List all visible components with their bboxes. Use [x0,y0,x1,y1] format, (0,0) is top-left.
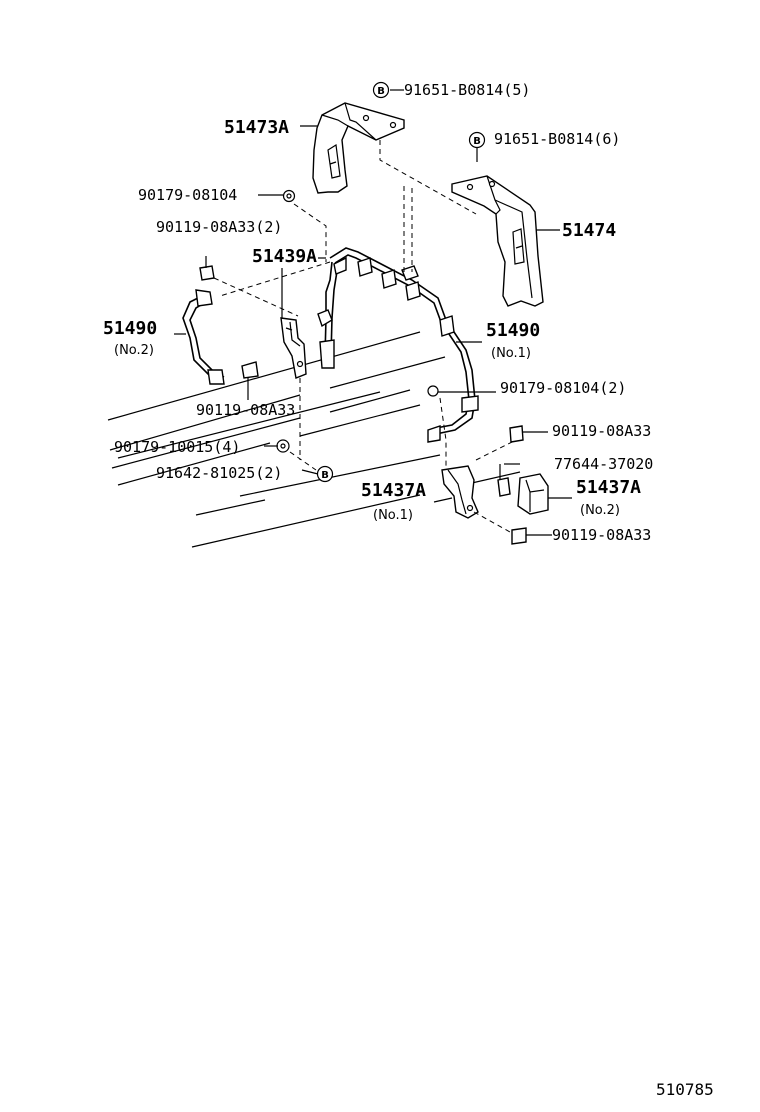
assembly-dashed-lines [213,140,517,533]
part-51437a-no1-bracket [441,465,479,519]
svg-text:B: B [321,470,329,481]
label-90179-10015-4: 90179-10015(4) [114,438,240,456]
part-51474-bracket [451,175,544,307]
fasteners [199,189,527,545]
label-90119-08a33-mid: 90119-08A33 [196,401,295,419]
label-90179-08104-2: 90179-08104(2) [500,379,626,397]
label-90179-08104: 90179-08104 [138,186,237,204]
label-90119-08a33-right-bottom: 90119-08A33 [552,526,651,544]
b-marker-top: B [372,81,390,99]
part-51490-no2-pipe [182,289,225,385]
label-91642-81025-2: 91642-81025(2) [156,464,282,482]
part-51439a-bracket [280,317,307,379]
label-91651-b0814-6: 91651-B0814(6) [494,130,620,148]
label-51473a: 51473A [224,117,289,138]
label-no2-bottom: (No.2) [580,503,620,518]
svg-text:B: B [473,136,481,147]
label-51490-left: 51490 [103,318,157,339]
label-77644-37020: 77644-37020 [554,455,653,473]
label-51439a: 51439A [252,246,317,267]
label-90119-08a33-2: 90119-08A33(2) [156,218,282,236]
label-90119-08a33-right-top: 90119-08A33 [552,422,651,440]
part-51437a-no2-bracket [517,473,549,515]
label-no2-left: (No.2) [114,343,154,358]
part-51473a-bracket [312,102,405,194]
label-51474: 51474 [562,220,616,241]
b-marker-right: B [468,131,486,149]
part-77644-37020-clip [497,477,511,497]
label-no1-right: (No.1) [491,346,531,361]
label-51490-right: 51490 [486,320,540,341]
label-no1-bottom: (No.1) [373,508,413,523]
leader-lines [174,89,572,536]
illustration-code: 510785 [656,1080,714,1099]
b-marker-bottom: B [316,465,334,483]
svg-text:B: B [377,86,385,97]
label-51437a-left: 51437A [361,480,426,501]
label-91651-b0814-5: 91651-B0814(5) [404,81,530,99]
label-51437a-right: 51437A [576,477,641,498]
part-51490-no1-pipe [317,247,479,443]
